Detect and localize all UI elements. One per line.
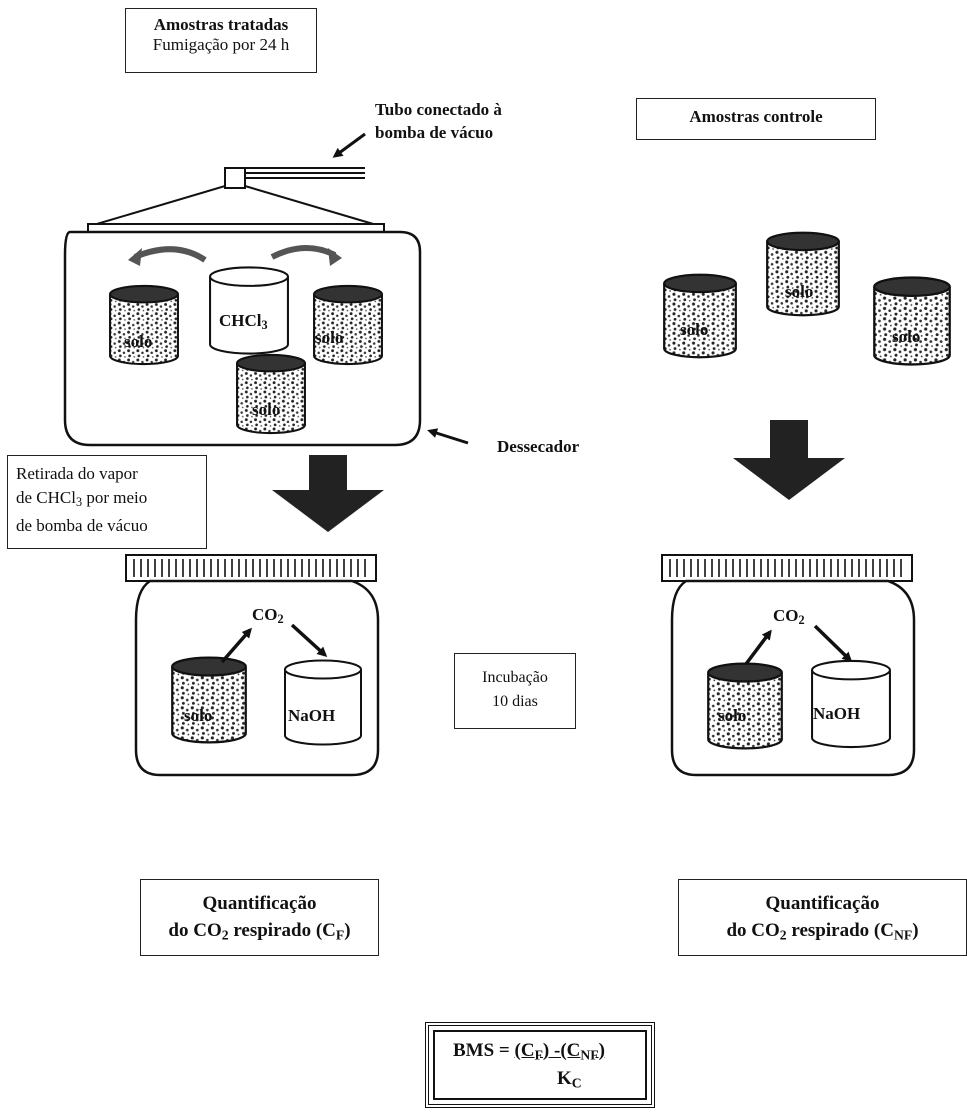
curved-arrow-left [133,246,207,263]
treated-samples-box: Amostras tratadas Fumigação por 24 h [125,8,317,73]
soil-label: solo [184,706,213,725]
incubation-box: Incubação 10 dias [454,653,576,729]
naoh-label: NaOH [813,704,861,723]
soil-sample-3 [235,353,307,435]
treated-subtitle: Fumigação por 24 h [152,35,290,54]
down-arrow-left [272,455,384,532]
jar-left-soil [171,656,247,744]
soil-label: solo [315,328,344,347]
tube-label: Tubo conectado à bomba de vácuo [375,100,502,142]
desiccator-arrow [427,428,469,445]
soil-label: solo [252,400,281,419]
soil-label: solo [785,282,814,301]
formula-line: BMS = (CF) -(CNF) [453,1040,605,1063]
control-soil-2 [766,231,840,317]
co2-arrow-down-left [290,623,328,658]
soil-sample-2 [312,284,384,366]
soil-label: solo [718,706,747,725]
soil-sample-1 [108,284,180,366]
control-soil-3 [873,276,951,366]
control-samples-box: Amostras controle [636,98,876,140]
jar-left-naoh [283,659,363,746]
vapor-removal-box: Retirada do vapor de CHCl3 por meio de b… [7,455,207,549]
tube-arrow [332,132,366,158]
soil-label: solo [892,327,921,346]
soil-label: solo [680,320,709,339]
bms-formula-box: BMS = (CF) -(CNF) KC [425,1022,655,1108]
co2-arrow-up-left [220,627,252,664]
formula-denominator: KC [557,1068,582,1091]
formula-numerator: (CF) -(CNF) [514,1040,605,1063]
soil-label: solo [124,332,153,351]
treated-title: Amostras tratadas [153,15,289,34]
control-soil-1 [663,273,737,359]
co2-arrow-up-right [744,629,772,666]
quantification-right-box: Quantificação do CO2 respirado (CNF) [678,879,967,956]
naoh-label: NaOH [288,706,336,725]
quantification-left-box: Quantificação do CO2 respirado (CF) [140,879,379,956]
desiccator-label: Dessecador [497,437,580,456]
chcl3-label: CHCl3 [219,311,268,333]
co2-label: CO2 [773,606,805,628]
control-title: Amostras controle [689,107,823,126]
co2-arrow-down-right [813,624,853,663]
down-arrow-right [733,420,845,500]
co2-label: CO2 [252,605,284,627]
